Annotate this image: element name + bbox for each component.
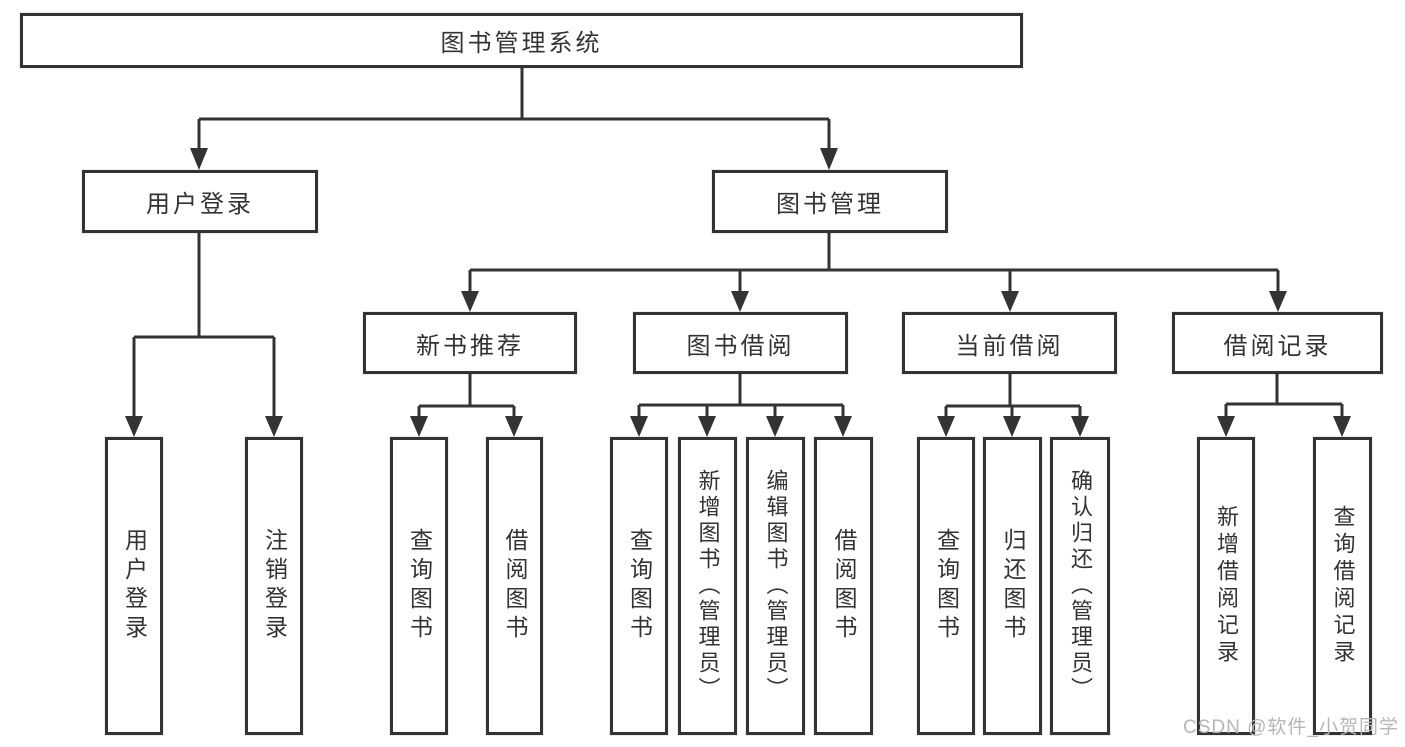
leaf-confirm-return-admin-label: 确认归还（管理员） [1068,469,1093,703]
leaf-borrowing-query-books-label: 查询图书 [626,528,653,644]
leaf-current-query-books: 查询图书 [917,437,975,735]
node-library-management-system-label: 图书管理系统 [440,30,603,57]
leaf-query-borrow-record: 查询借阅记录 [1313,437,1372,735]
node-new-book-recommend: 新书推荐 [363,312,577,374]
leaf-add-books-admin: 新增图书（管理员） [678,437,737,735]
connector-root-to-level2 [197,67,831,151]
leaf-edit-books-admin-label: 编辑图书（管理员） [763,469,789,703]
leaf-add-books-admin-label: 新增图书（管理员） [695,469,721,703]
leaf-borrowing-borrow-books-label: 借阅图书 [831,528,857,644]
leaf-confirm-return-admin: 确认归还（管理员） [1050,437,1110,735]
connector-current-borrowing-to-leaves [944,374,1082,418]
leaf-recommend-query-books-label: 查询图书 [406,528,433,644]
leaf-add-borrow-record: 新增借阅记录 [1197,437,1255,735]
node-current-borrowing: 当前借阅 [902,312,1117,374]
leaf-logout-login-label: 注销登录 [261,528,288,644]
node-library-management-system: 图书管理系统 [20,13,1023,68]
leaf-add-borrow-record-label: 新增借阅记录 [1214,505,1239,667]
leaf-edit-books-admin: 编辑图书（管理员） [746,437,805,735]
connector-borrowing-records-to-leaves [1224,374,1344,418]
node-book-borrowing: 图书借阅 [633,312,848,374]
node-borrowing-records: 借阅记录 [1172,312,1383,374]
node-new-book-recommend-label: 新书推荐 [416,332,524,360]
leaf-user-login: 用户登录 [105,437,163,735]
node-book-management-label: 图书管理 [776,191,884,218]
leaf-return-books: 归还图书 [983,437,1042,735]
node-borrowing-records-label: 借阅记录 [1223,332,1332,360]
node-user-login-label: 用户登录 [146,191,254,218]
leaf-return-books-label: 归还图书 [1000,528,1026,644]
connector-new-book-recommend-to-leaves [417,374,516,418]
node-user-login: 用户登录 [82,170,318,233]
leaf-recommend-borrow-books: 借阅图书 [486,437,543,735]
csdn-watermark: CSDN @软件_小贺同学 [1183,717,1399,738]
leaf-recommend-borrow-books-label: 借阅图书 [502,528,528,644]
leaf-current-query-books-label: 查询图书 [933,528,960,644]
leaf-query-borrow-record-label: 查询借阅记录 [1330,505,1356,667]
leaf-borrowing-query-books: 查询图书 [610,437,668,735]
leaf-user-login-label: 用户登录 [121,528,148,644]
node-book-borrowing-label: 图书借阅 [686,332,795,360]
connector-book-borrowing-to-leaves [637,374,845,418]
arrowheads [125,148,1351,437]
leaf-recommend-query-books: 查询图书 [390,437,448,735]
node-current-borrowing-label: 当前借阅 [955,332,1064,360]
node-book-management: 图书管理 [712,170,948,233]
leaf-logout-login: 注销登录 [245,437,303,735]
connector-user-login-to-leaves [132,233,276,418]
leaf-borrowing-borrow-books: 借阅图书 [814,437,873,735]
connector-book-management-to-level3 [468,233,1280,293]
